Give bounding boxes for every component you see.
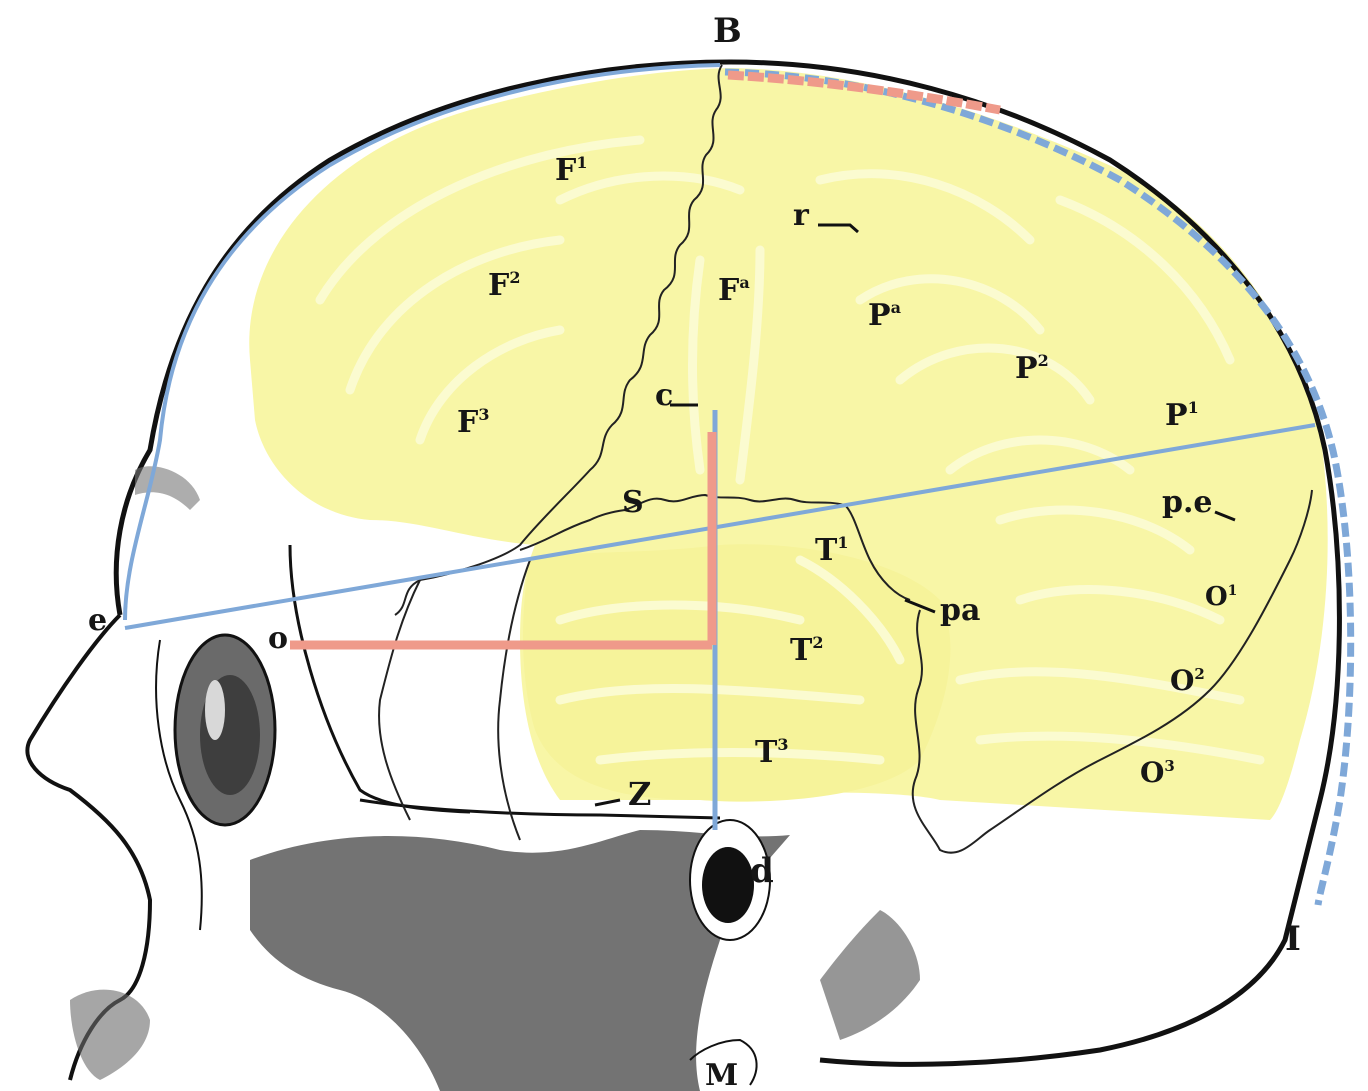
- label-pa: pa: [940, 593, 980, 628]
- label-pe: p.e: [1162, 485, 1213, 520]
- maxilla-shading: [70, 990, 150, 1080]
- label-r: r: [793, 198, 810, 233]
- sphenoid-suture: [379, 580, 420, 820]
- orbit-highlight: [205, 680, 225, 740]
- label-B: B: [713, 11, 742, 51]
- label-e: e: [88, 603, 107, 638]
- label-c: c: [655, 378, 673, 413]
- label-d: d: [750, 851, 774, 891]
- label-Z: Z: [628, 775, 651, 813]
- brain-projection: [249, 68, 1327, 820]
- z-pointer: [595, 800, 620, 805]
- label-I: I: [1285, 919, 1301, 959]
- ear-canal-opening: [702, 847, 754, 923]
- label-o: o: [268, 621, 288, 656]
- mastoid-shading: [820, 910, 920, 1040]
- label-S: S: [622, 485, 644, 520]
- label-M: M: [705, 1058, 738, 1091]
